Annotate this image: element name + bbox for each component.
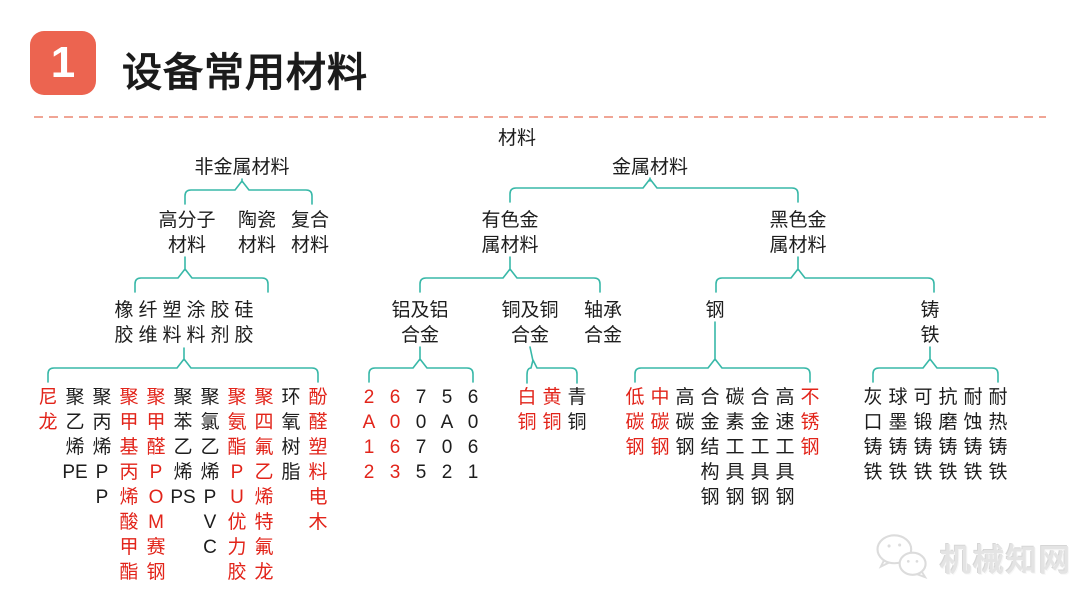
node-nonferrous-metals: 有色金 属材料	[481, 210, 539, 256]
node-composite-materials: 复合 材料	[290, 210, 330, 256]
node-cast-iron: 铸 铁	[920, 300, 940, 346]
polymer-type-column: 胶 剂	[210, 300, 230, 346]
node-ferrous-metals: 黑色金 属材料	[769, 210, 827, 256]
copper-leaf-column: 白 铜	[517, 387, 537, 433]
cast-iron-leaf-column: 耐 热 铸 铁	[988, 387, 1008, 483]
node-ceramic-materials: 陶瓷 材料	[237, 210, 277, 256]
steel-leaf-column: 中 碳 钢	[650, 387, 670, 458]
wechat-icon	[876, 534, 928, 580]
polymer-type-column: 涂 料	[186, 300, 206, 346]
bracket-nonferrous	[419, 256, 601, 293]
cast-iron-leaf-column: 抗 磨 铸 铁	[938, 387, 958, 483]
polymer-type-column: 塑 料	[162, 300, 182, 346]
polymer-leaf-column: 聚 甲 基 丙 烯 酸 甲 酯	[119, 387, 139, 583]
node-bearing-alloys: 轴承 合金	[583, 300, 623, 346]
node-root-materials: 材料	[497, 128, 537, 149]
steel-leaf-column: 不 锈 钢	[800, 387, 820, 458]
steel-leaf-column: 高 碳 钢	[675, 387, 695, 458]
cast-iron-leaf-column: 球 墨 铸 铁	[888, 387, 908, 483]
steel-leaf-column: 合 金 工 具 钢	[750, 387, 770, 508]
bracket-metal	[509, 177, 799, 203]
polymer-leaf-column: 聚 四 氟 乙 烯 特 氟 龙	[254, 387, 274, 583]
copper-leaf-column: 青 铜	[567, 387, 587, 433]
polymer-type-column: 纤 维	[138, 300, 158, 346]
bracket-polymer	[134, 256, 269, 293]
section-number-badge: 1	[30, 31, 96, 95]
bracket-copper	[526, 346, 578, 384]
bracket-cast-iron	[872, 346, 999, 383]
steel-leaf-column: 低 碳 钢	[625, 387, 645, 458]
node-nonmetal-materials: 非金属材料	[194, 157, 290, 178]
polymer-leaf-column: 聚 氨 酯 P U 优 力 胶	[227, 387, 247, 583]
polymer-leaf-column: 聚 丙 烯 P P	[92, 387, 112, 508]
steel-leaf-column: 碳 素 工 具 钢	[725, 387, 745, 508]
aluminum-grade-column: 6 0 6 3	[389, 387, 401, 483]
node-metal-materials: 金属材料	[611, 157, 689, 178]
polymer-type-column: 橡 胶	[114, 300, 134, 346]
aluminum-grade-column: 5 A 0 2	[440, 387, 454, 483]
polymer-leaf-column: 酚 醛 塑 料 电 木	[308, 387, 328, 533]
copper-leaf-column: 黄 铜	[542, 387, 562, 433]
node-copper-alloys: 铜及铜 合金	[501, 300, 559, 346]
node-steel: 钢	[705, 300, 725, 321]
bracket-steel	[634, 321, 811, 383]
steel-leaf-column: 高 速 工 具 钢	[775, 387, 795, 508]
polymer-leaf-column: 聚 氯 乙 烯 P V C	[200, 387, 220, 558]
aluminum-grade-column: 2 A 1 2	[362, 387, 376, 483]
aluminum-grade-column: 6 0 6 1	[467, 387, 479, 483]
watermark-text: 机械知网	[940, 542, 1072, 578]
watermark: 机械知网	[874, 532, 1072, 582]
bracket-polymer-leaves	[47, 347, 319, 383]
polymer-leaf-column: 聚 苯 乙 烯 PS	[170, 387, 196, 508]
steel-leaf-column: 合 金 结 构 钢	[700, 387, 720, 508]
cast-iron-leaf-column: 耐 蚀 铸 铁	[963, 387, 983, 483]
cast-iron-leaf-column: 可 锻 铸 铁	[913, 387, 933, 483]
bracket-aluminum	[368, 346, 474, 383]
node-polymer-materials: 高分子 材料	[158, 210, 216, 256]
dashed-divider	[34, 116, 1046, 118]
polymer-leaf-column: 聚 甲 醛 P O M 赛 钢	[146, 387, 166, 583]
polymer-leaf-column: 尼 龙	[38, 387, 58, 433]
node-aluminum-alloys: 铝及铝 合金	[391, 300, 449, 346]
polymer-type-column: 硅 胶	[234, 300, 254, 346]
bracket-ferrous	[715, 256, 935, 293]
section-number: 1	[50, 38, 76, 87]
polymer-leaf-column: 环 氧 树 脂	[281, 387, 301, 483]
cast-iron-leaf-column: 灰 口 铸 铁	[863, 387, 883, 483]
aluminum-grade-column: 7 0 7 5	[415, 387, 427, 483]
polymer-leaf-column: 聚 乙 烯 PE	[62, 387, 88, 483]
page-title: 设备常用材料	[122, 51, 368, 95]
bracket-nonmetal	[184, 178, 313, 205]
